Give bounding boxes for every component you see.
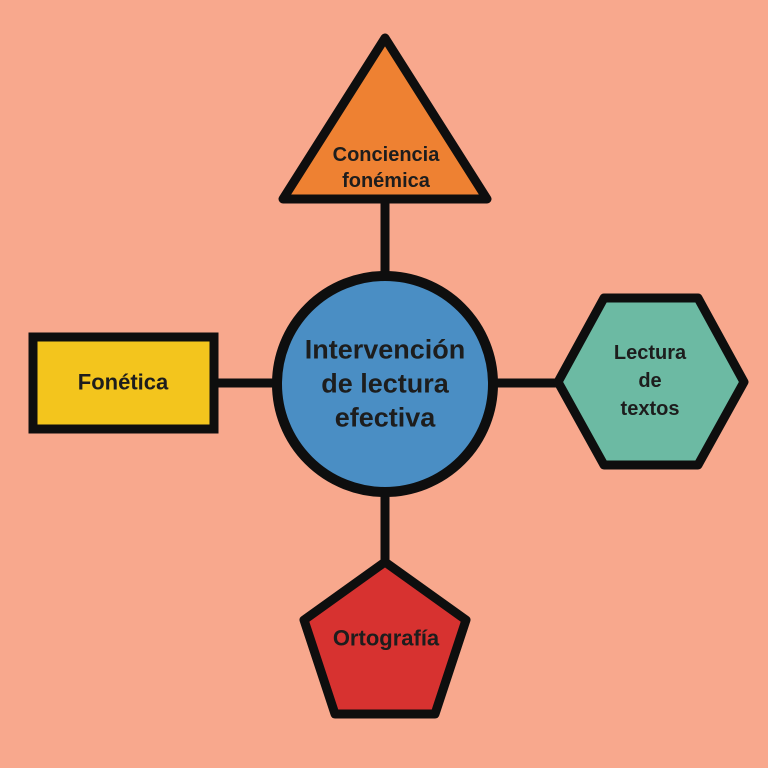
triangle-node-outline — [278, 33, 492, 204]
pentagon-node-outline — [299, 557, 471, 719]
triangle-node — [283, 38, 487, 199]
rectangle-node-outline — [28, 332, 219, 434]
hexagon-node — [558, 298, 744, 465]
rectangle-node — [33, 337, 214, 429]
center-circle-node-outline — [272, 271, 498, 497]
hexagon-node-outline — [553, 293, 749, 470]
center-circle-node — [277, 276, 493, 492]
pentagon-node — [304, 562, 466, 714]
